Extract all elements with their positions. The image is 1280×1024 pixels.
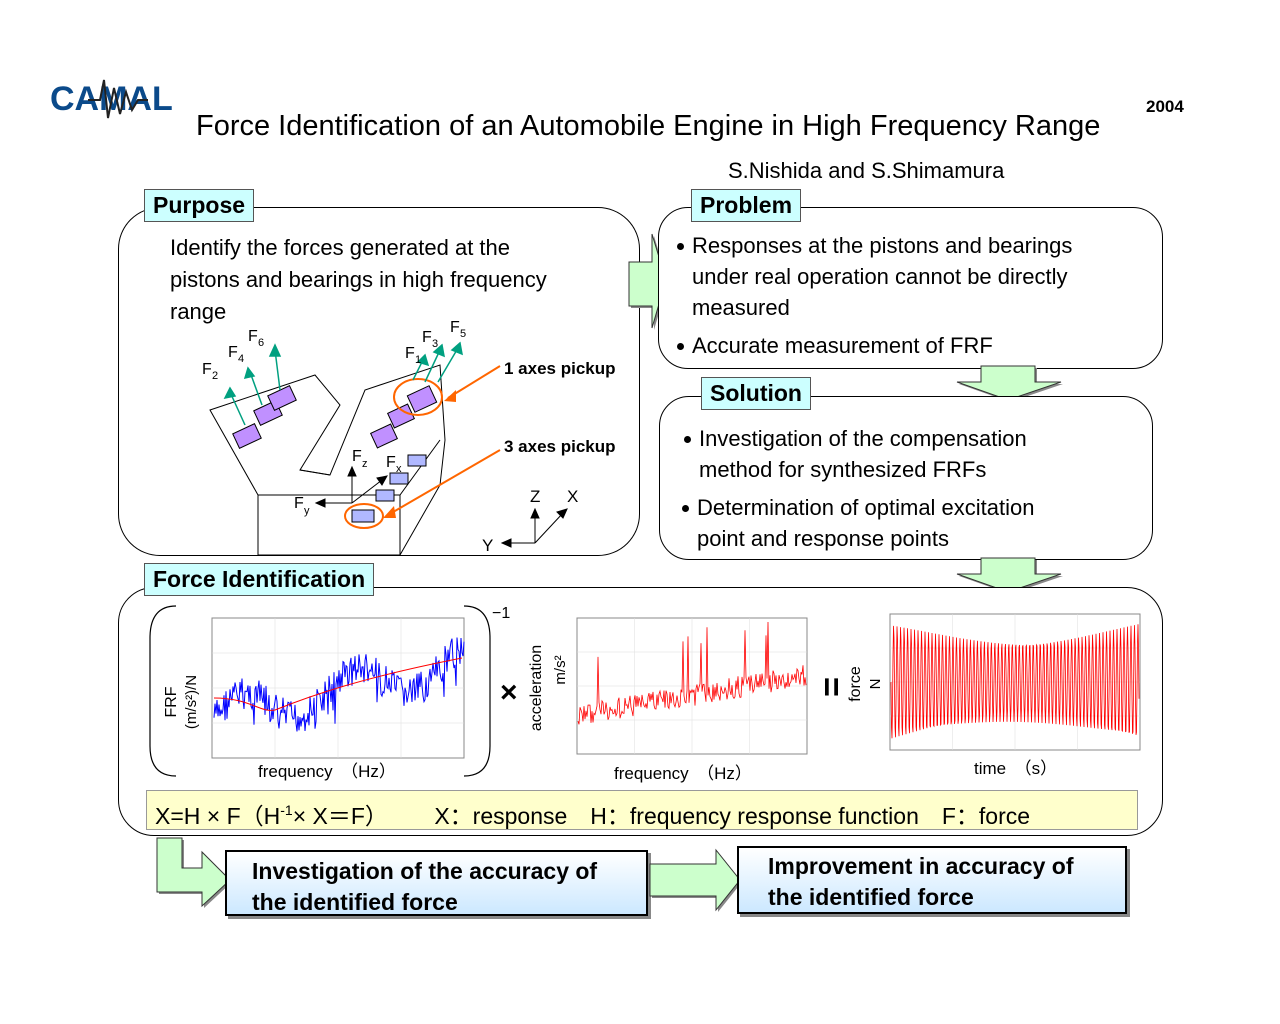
force-sub-f5: 5 <box>460 328 466 340</box>
equals-symbol: = <box>812 677 850 697</box>
pickup-1-marker <box>393 378 443 416</box>
purpose-line-1: Identify the forces generated at the <box>170 235 511 260</box>
force-sub-f4: 4 <box>238 353 244 365</box>
fy-sub: y <box>304 505 310 517</box>
times-symbol: × <box>500 676 518 709</box>
purpose-tag: Purpose <box>144 189 255 222</box>
force-arrows <box>223 341 463 426</box>
fz-sub: z <box>362 458 368 470</box>
fy-label: F <box>294 495 304 512</box>
purpose-line-3: range <box>170 299 227 324</box>
force-sub-f3: 3 <box>432 338 438 350</box>
bullet-dot <box>677 243 684 250</box>
axis-x-label: X <box>567 487 578 506</box>
force-sub-f2: 2 <box>212 370 218 382</box>
acceleration-line <box>577 621 807 725</box>
right-bank-components <box>369 385 438 449</box>
formula-sup: -1 <box>280 802 293 818</box>
force-identification-tag: Force Identification <box>144 563 375 596</box>
force-xlabel: time （s） <box>974 759 1057 778</box>
improvement-line-2: the identified force <box>768 884 974 910</box>
force-label-f4: F <box>228 344 238 361</box>
improvement-line-1: Improvement in accuracy of <box>768 853 1074 879</box>
acc-ylabel-1: acceleration <box>528 645 545 731</box>
problem-panel <box>658 207 1163 369</box>
investigation-line-2: the identified force <box>252 889 458 915</box>
problem-item-1-line-3: measured <box>692 295 790 320</box>
axis-z-label: Z <box>530 487 540 506</box>
solution-panel <box>659 396 1153 560</box>
frf-xlabel: frequency （Hz） <box>258 762 396 781</box>
solution-item-2-line-2: point and response points <box>697 526 949 551</box>
problem-item-2: Accurate measurement of FRF <box>677 330 993 361</box>
acc-xlabel: frequency （Hz） <box>614 764 752 783</box>
force-label-f5: F <box>450 319 460 336</box>
force-label-f2: F <box>202 361 212 378</box>
force-time-line <box>890 624 1140 739</box>
solution-item-1-line-1: Investigation of the compensation <box>699 426 1027 451</box>
year-label: 2004 <box>1146 97 1184 116</box>
formula-main: X=H × F（H <box>155 802 281 829</box>
bearing-pickups <box>351 454 427 523</box>
global-axes <box>500 507 568 548</box>
page-title: Force Identification of an Automobile En… <box>196 110 1101 142</box>
problem-tag: Problem <box>691 189 802 222</box>
problem-to-solution-arrow <box>956 365 1063 402</box>
left-bank-components <box>232 385 297 449</box>
problem-item-1: Responses at the pistons and bearings un… <box>677 230 1073 323</box>
pickup-1-label: 1 axes pickup <box>504 359 616 378</box>
purpose-text: Identify the forces generated at the pis… <box>170 232 547 328</box>
problem-item-2-line-1: Accurate measurement of FRF <box>692 333 993 358</box>
solution-item-2: Determination of optimal excitation poin… <box>682 492 1035 554</box>
problem-item-1-line-2: under real operation cannot be directly <box>692 264 1068 289</box>
axis-y-label: Y <box>482 536 493 555</box>
solution-item-1: Investigation of the compensation method… <box>684 423 1027 485</box>
pickup-3-label: 3 axes pickup <box>504 437 616 456</box>
bullet-dot <box>677 343 684 350</box>
purpose-line-2: pistons and bearings in high frequency <box>170 267 547 292</box>
authors: S.Nishida and S.Shimamura <box>728 158 1005 183</box>
pickup-3-marker <box>344 503 384 529</box>
fz-label: F <box>352 448 362 465</box>
solution-tag: Solution <box>701 377 811 410</box>
force-label-f3: F <box>422 329 432 346</box>
elbow-arrow <box>156 837 232 908</box>
solution-item-2-line-1: Determination of optimal excitation <box>697 495 1035 520</box>
inverse-exponent: −1 <box>492 605 510 622</box>
solution-to-force-arrow <box>956 557 1063 594</box>
frf-measured-line <box>213 637 465 732</box>
investigation-line-1: Investigation of the accuracy of <box>252 858 598 884</box>
improvement-box: Improvement in accuracy of the identifie… <box>737 846 1127 914</box>
force-sub-f1: 1 <box>415 354 421 366</box>
frf-ylabel-2: (m/s²)/N <box>183 675 200 729</box>
frf-fit-line <box>213 657 463 711</box>
fx-sub: x <box>396 463 402 475</box>
formula-rest: × X＝F） <box>292 802 388 829</box>
local-force-axes <box>314 465 388 508</box>
frf-ylabel-1: FRF <box>163 686 180 717</box>
force-sub-f6: 6 <box>258 337 264 349</box>
bullet-dot <box>682 505 689 512</box>
bullet-dot <box>684 436 691 443</box>
force-label-f6: F <box>248 328 258 345</box>
acc-ylabel-2: m/s² <box>552 655 569 684</box>
force-label-f1: F <box>405 345 415 362</box>
force-identification-plots: −1 FRF (m/s²)/N frequency （Hz） × acceler… <box>149 605 1141 783</box>
formula-bar: X=H × F（H-1 × X＝F） X：response H：frequenc… <box>146 790 1138 830</box>
engine-diagram: F 2 F 4 F 6 F 1 F 3 F 5 1 axes pickup 3 … <box>202 319 616 555</box>
force-ylabel-2: N <box>867 679 884 690</box>
camal-logo: CAMAL <box>50 79 173 119</box>
formula-legend: X：response H：frequency response function… <box>434 802 1031 829</box>
force-ylabel-1: force <box>847 666 864 702</box>
solution-item-1-line-2: method for synthesized FRFs <box>699 457 987 482</box>
investigation-box: Investigation of the accuracy of the ide… <box>225 850 648 916</box>
fx-label: F <box>386 454 396 471</box>
problem-item-1-line-1: Responses at the pistons and bearings <box>692 233 1073 258</box>
investigation-to-improvement-arrow <box>649 848 742 912</box>
